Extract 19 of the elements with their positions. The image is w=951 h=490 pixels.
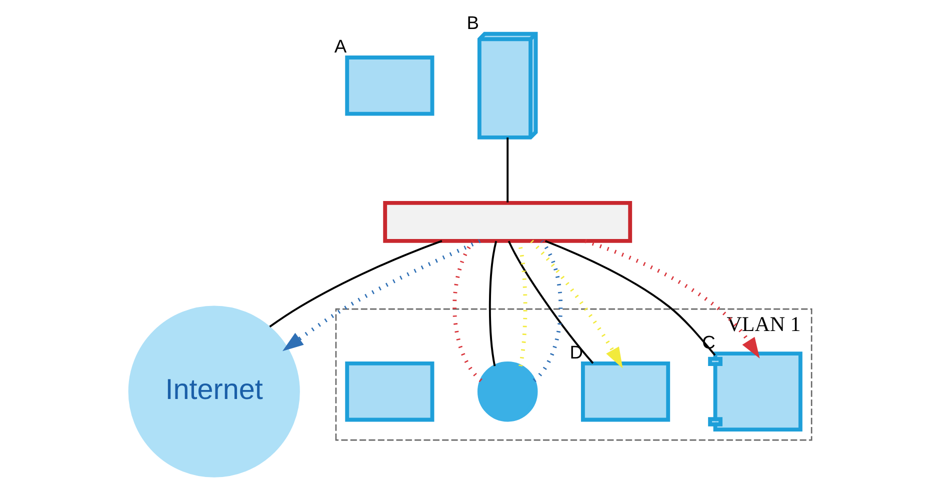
arrow xyxy=(584,238,760,358)
arrow xyxy=(282,238,481,351)
node-box xyxy=(383,200,632,242)
node-printer xyxy=(708,351,802,432)
node-monitor xyxy=(580,360,670,422)
connector xyxy=(506,136,509,202)
connector xyxy=(544,240,716,356)
node-circle: Internet xyxy=(128,305,300,477)
arrow xyxy=(530,239,623,368)
connector xyxy=(269,240,442,328)
node-laptop xyxy=(345,360,434,422)
connector xyxy=(508,240,594,364)
connector xyxy=(532,240,562,382)
connector xyxy=(452,240,482,382)
connector xyxy=(488,240,498,366)
node-circle xyxy=(477,360,538,422)
node-laptop xyxy=(345,55,434,116)
node-label: B xyxy=(466,11,479,32)
node-label: A xyxy=(334,35,347,56)
